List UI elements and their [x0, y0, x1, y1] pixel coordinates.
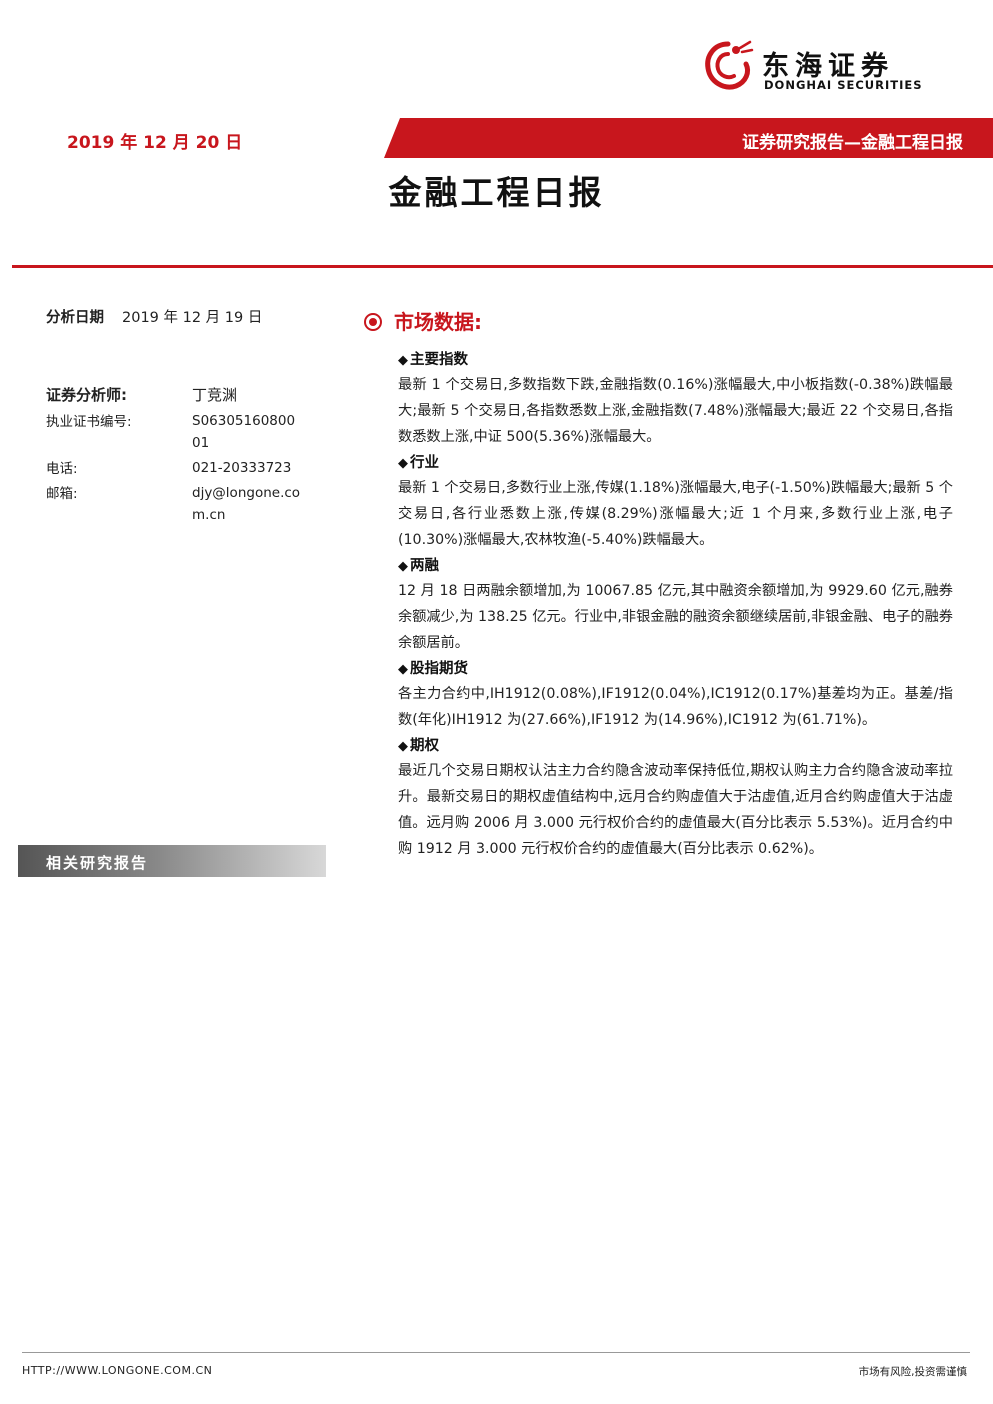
report-series: 证券研究报告—金融工程日报: [742, 133, 963, 153]
logo-en-text: DONGHAI SECURITIES: [764, 78, 923, 92]
bullseye-icon: [364, 313, 382, 331]
subsection-list: ◆主要指数 最新 1 个交易日,多数指数下跌,金融指数(0.16%)涨幅最大,中…: [398, 348, 953, 863]
subsection-heading: ◆股指期货: [398, 661, 468, 677]
related-reports-label: 相关研究报告: [46, 854, 149, 872]
subsection-body: 最新 1 个交易日,多数行业上涨,传媒(1.18%)涨幅最大,电子(-1.50%…: [398, 480, 953, 548]
license-label: 执业证书编号:: [46, 414, 132, 430]
diamond-bullet-icon: ◆: [398, 353, 408, 368]
diamond-bullet-icon: ◆: [398, 456, 408, 471]
title-divider: [12, 265, 993, 268]
subsection-body: 最新 1 个交易日,多数指数下跌,金融指数(0.16%)涨幅最大,中小板指数(-…: [398, 377, 953, 445]
header-banner: 2019 年 12 月 20 日 证券研究报告—金融工程日报: [12, 118, 993, 158]
license-value: S0630516080001: [192, 413, 296, 451]
subsection-body: 12 月 18 日两融余额增加,为 10067.85 亿元,其中融资余额增加,为…: [398, 583, 953, 651]
diamond-bullet-icon: ◆: [398, 559, 408, 574]
risk-disclaimer: 市场有风险,投资需谨慎: [858, 1366, 967, 1378]
banner-date-panel: 2019 年 12 月 20 日: [12, 118, 384, 158]
diamond-bullet-icon: ◆: [398, 739, 408, 754]
subsection-index-futures: ◆股指期货 各主力合约中,IH1912(0.08%),IF1912(0.04%)…: [398, 657, 953, 733]
email-value[interactable]: djy@longone.com.cn: [192, 485, 301, 523]
subsection-options: ◆期权 最近几个交易日期权认沽主力合约隐含波动率保持低位,期权认购主力合约隐含波…: [398, 734, 953, 862]
analysis-date: 分析日期 2019 年 12 月 19 日: [46, 306, 262, 327]
page-footer: HTTP://WWW.LONGONE.COM.CN 市场有风险,投资需谨慎: [0, 1352, 993, 1382]
related-reports-header: 相关研究报告: [18, 845, 326, 877]
phone-label: 电话:: [46, 461, 78, 477]
section-title: 市场数据:: [394, 310, 482, 334]
subsection-heading: ◆主要指数: [398, 352, 468, 368]
subsection-body: 最近几个交易日期权认沽主力合约隐含波动率保持低位,期权认购主力合约隐含波动率拉升…: [398, 763, 953, 857]
analyst-name: 丁竞渊: [192, 386, 238, 404]
email-label: 邮箱:: [46, 486, 78, 502]
analysis-date-label: 分析日期: [46, 310, 104, 326]
donghai-logo: 东海证券 DONGHAI SECURITIES: [700, 38, 960, 98]
page-title: 金融工程日报: [388, 173, 605, 212]
subsection-main-indices: ◆主要指数 最新 1 个交易日,多数指数下跌,金融指数(0.16%)涨幅最大,中…: [398, 348, 953, 450]
report-date: 2019 年 12 月 20 日: [67, 133, 243, 153]
subsection-heading: ◆行业: [398, 455, 439, 471]
subsection-heading: ◆两融: [398, 558, 439, 574]
footer-url-link[interactable]: HTTP://WWW.LONGONE.COM.CN: [22, 1364, 213, 1377]
analysis-date-value: 2019 年 12 月 19 日: [122, 310, 263, 326]
subsection-industry: ◆行业 最新 1 个交易日,多数行业上涨,传媒(1.18%)涨幅最大,电子(-1…: [398, 451, 953, 553]
subsection-heading: ◆期权: [398, 738, 439, 754]
diamond-bullet-icon: ◆: [398, 662, 408, 677]
logo-cn-text: 东海证券: [762, 51, 894, 82]
banner-slant-divider: [384, 118, 400, 158]
section-heading: 市场数据:: [364, 306, 482, 335]
subsection-body: 各主力合约中,IH1912(0.08%),IF1912(0.04%),IC191…: [398, 686, 953, 728]
subsection-margin: ◆两融 12 月 18 日两融余额增加,为 10067.85 亿元,其中融资余额…: [398, 554, 953, 656]
footer-divider: [22, 1352, 970, 1353]
phone-value: 021-20333723: [192, 460, 292, 476]
dragon-logo-icon: [705, 40, 754, 90]
analyst-label: 证券分析师:: [46, 386, 127, 404]
